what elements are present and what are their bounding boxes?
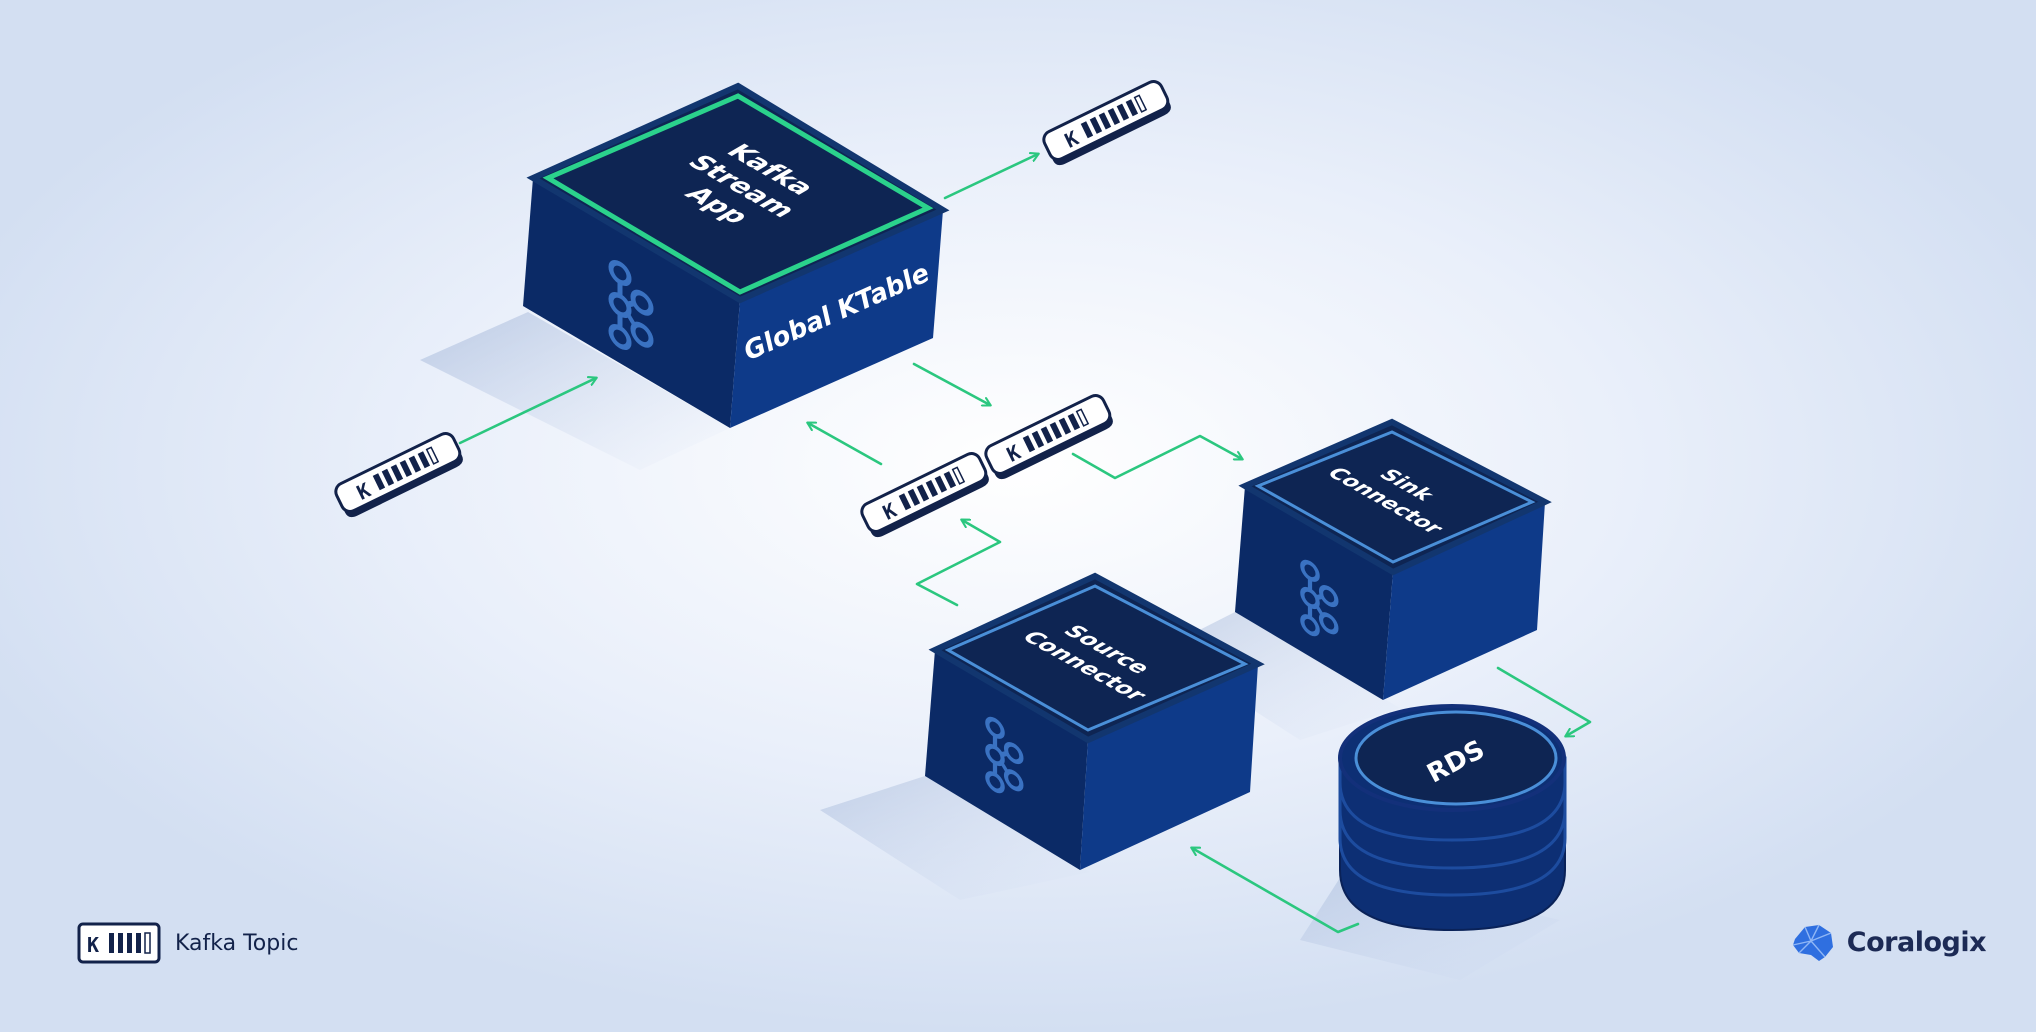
db-top-inner xyxy=(1354,710,1558,806)
arrow-topic-to-ktable xyxy=(808,423,883,466)
brand-name: Coralogix xyxy=(1846,926,1987,958)
kafka-topic-legend-icon: K xyxy=(77,922,161,964)
sink-connector-box[interactable]: Sink Connector xyxy=(1235,418,1552,700)
arrow-input-to-stream xyxy=(458,378,596,445)
arrow-topic-to-sink xyxy=(1071,434,1242,480)
topic-badge-ktable[interactable]: K xyxy=(981,391,1117,484)
kafka-stream-app-box[interactable]: Kafka Stream App Global KTable xyxy=(523,82,950,428)
topic-badge-input[interactable]: K xyxy=(331,429,467,522)
topic-badge-output[interactable]: K xyxy=(1039,77,1175,170)
legend-label: Kafka Topic xyxy=(175,930,299,956)
source-outline xyxy=(944,584,1249,732)
arrow-stream-to-topic xyxy=(912,362,990,405)
box-left-face xyxy=(925,650,1088,870)
box-right-face xyxy=(1080,664,1258,870)
source-connector-box[interactable]: Source Connector xyxy=(925,572,1265,870)
rds-database[interactable]: RDS xyxy=(1338,704,1567,932)
brand: Coralogix xyxy=(1789,918,1987,966)
arrow-rds-to-source xyxy=(1192,848,1360,934)
arrow-sink-to-rds xyxy=(1496,666,1592,736)
sink-outline xyxy=(1254,430,1536,564)
box-top-face xyxy=(928,572,1265,744)
stream-app-outline xyxy=(542,93,934,295)
legend-badge-letter: K xyxy=(87,933,99,957)
arrow-stream-to-output xyxy=(943,154,1038,200)
legend: K Kafka Topic xyxy=(77,922,298,964)
coralogix-logo-icon xyxy=(1792,924,1833,961)
box-right-face xyxy=(730,210,943,428)
topic-badge-source[interactable]: K xyxy=(857,449,993,542)
box-right-face xyxy=(1383,502,1545,700)
arrow-source-to-topic xyxy=(915,520,1002,607)
